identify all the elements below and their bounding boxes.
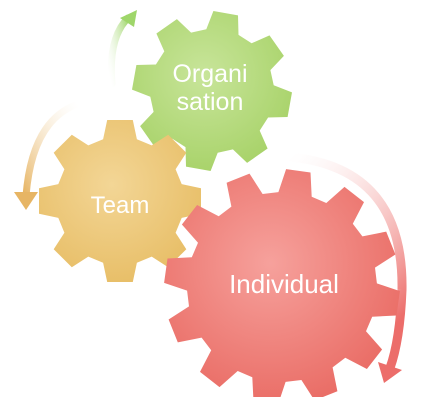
individual-label: Individual bbox=[229, 269, 339, 299]
organisation-gear: Organi sation bbox=[132, 11, 292, 171]
organisation-label-line2: sation bbox=[177, 88, 244, 116]
individual-gear: Individual bbox=[164, 169, 400, 397]
team-arrow bbox=[14, 100, 82, 210]
individual-arrow bbox=[285, 152, 407, 383]
organisation-arrow bbox=[107, 10, 137, 88]
team-gear: Team bbox=[39, 120, 201, 282]
organisation-label-line1: Organi bbox=[172, 60, 247, 88]
team-label: Team bbox=[91, 192, 150, 219]
